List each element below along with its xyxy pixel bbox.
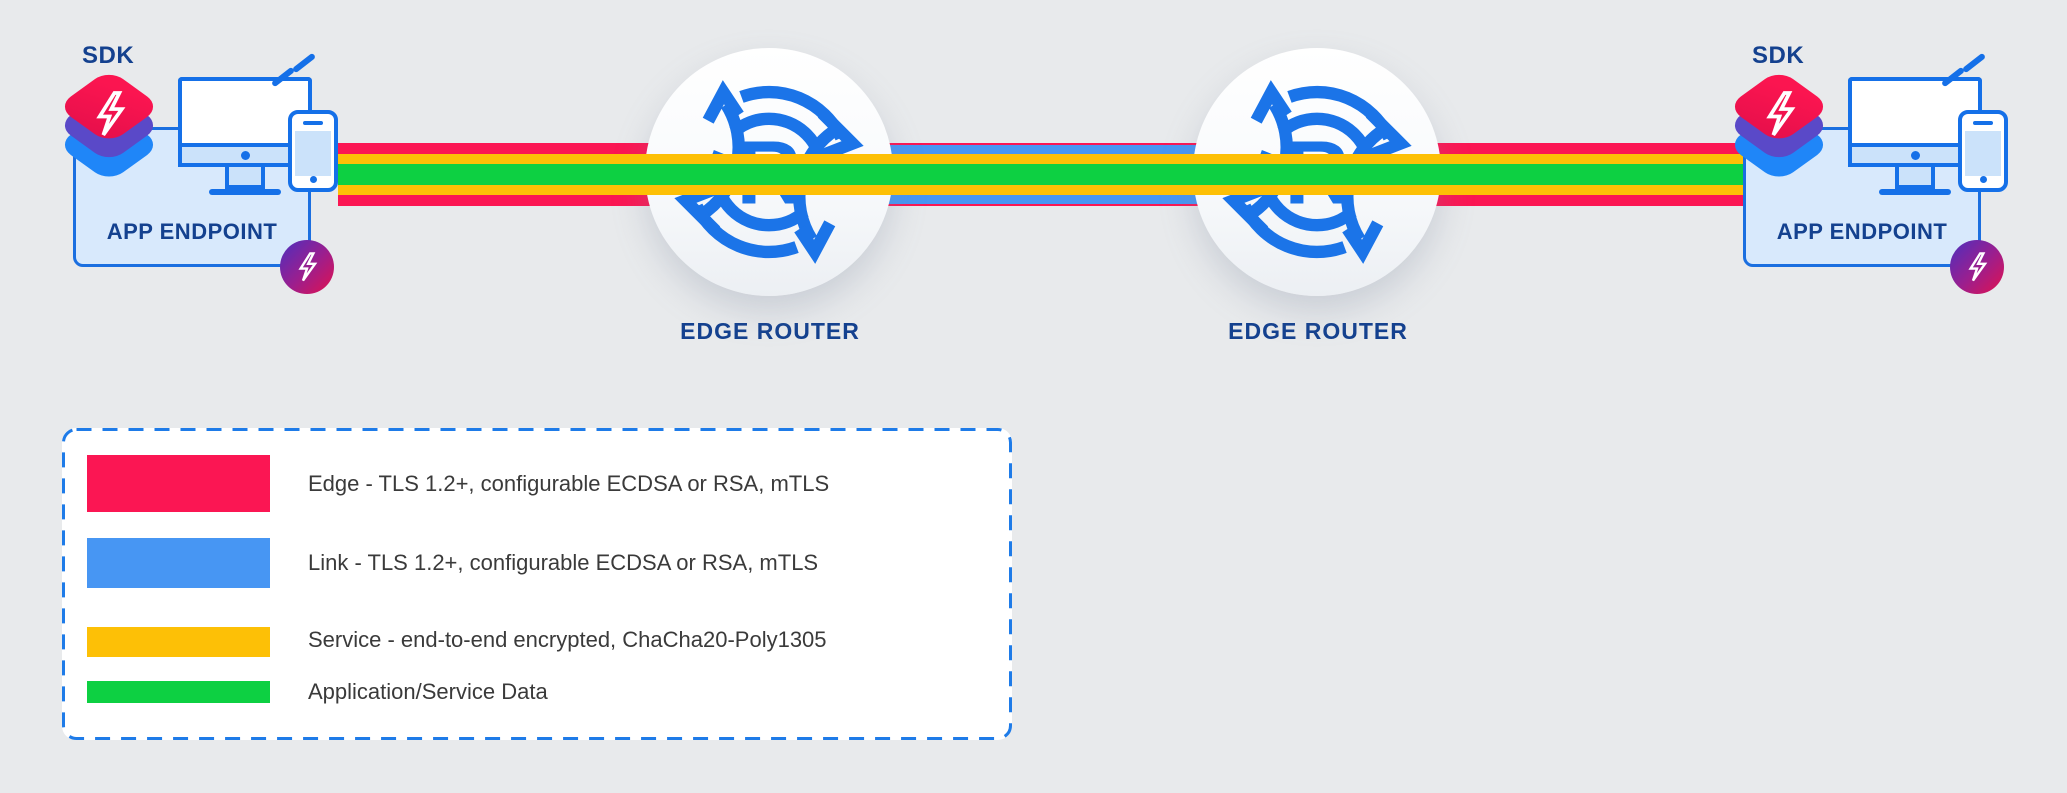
monitor-button [240, 150, 250, 160]
legend-dashed-border [62, 428, 1012, 740]
lightning-bolt-icon [96, 91, 126, 137]
monitor-base [1879, 189, 1951, 195]
legend-label-link: Link - TLS 1.2+, configurable ECDSA or R… [308, 550, 819, 575]
edge-band-bottom-right [1317, 195, 1743, 206]
legend-swatch-edge [87, 455, 270, 512]
edge-router-label: EDGE ROUTER [680, 318, 860, 344]
sdk-label: SDK [82, 42, 135, 69]
app-endpoint-label: APP ENDPOINT [1776, 219, 1948, 244]
endpoint-badge-icon [1950, 240, 2004, 294]
legend-label-data: Application/Service Data [308, 679, 548, 704]
app-endpoint-label: APP ENDPOINT [106, 219, 278, 244]
shine-slash-icon [1961, 52, 1987, 74]
service-band-bottom [338, 185, 1743, 195]
sdk-label: SDK [1752, 42, 1805, 69]
smartphone-icon [1958, 110, 2008, 192]
edge-band-top-left [338, 143, 769, 154]
legend-label-edge: Edge - TLS 1.2+, configurable ECDSA or R… [308, 471, 830, 496]
legend-box: Edge - TLS 1.2+, configurable ECDSA or R… [62, 428, 1012, 740]
shine-slash-icon [291, 52, 317, 74]
legend-swatch-data [87, 681, 270, 703]
app-endpoint-left: SDK APP ENDPOINT [56, 40, 348, 310]
phone-screen [295, 131, 331, 176]
monitor-stand [1895, 167, 1935, 189]
phone-speaker [303, 121, 323, 125]
phone-speaker [1973, 121, 1993, 125]
edge-router-left: R EDGE ROUTER [645, 48, 895, 345]
service-band-top [338, 154, 1743, 164]
app-endpoint-right: SDK APP ENDPOINT [1726, 40, 2018, 310]
phone-screen [1965, 131, 2001, 176]
monitor-button [1910, 150, 1920, 160]
lightning-bolt-icon [1968, 252, 1988, 282]
edge-router-label: EDGE ROUTER [1228, 318, 1408, 344]
lightning-bolt-icon [1766, 91, 1796, 137]
smartphone-icon [288, 110, 338, 192]
endpoint-badge-icon [280, 240, 334, 294]
data-band [338, 164, 1743, 185]
link-band-top [769, 145, 1317, 154]
legend-swatch-service [87, 627, 270, 657]
monitor-stand [225, 167, 265, 189]
phone-home-button [1979, 176, 1987, 183]
edge-band-bottom-left [338, 195, 769, 206]
phone-home-button [309, 176, 317, 183]
edge-router-right: R EDGE ROUTER [1193, 48, 1443, 345]
legend-label-service: Service - end-to-end encrypted, ChaCha20… [308, 627, 827, 652]
edge-band-top-right [1317, 143, 1743, 154]
legend-swatch-link [87, 538, 270, 588]
lightning-bolt-icon [298, 252, 318, 282]
link-band-bottom [769, 195, 1317, 204]
monitor-base [209, 189, 281, 195]
